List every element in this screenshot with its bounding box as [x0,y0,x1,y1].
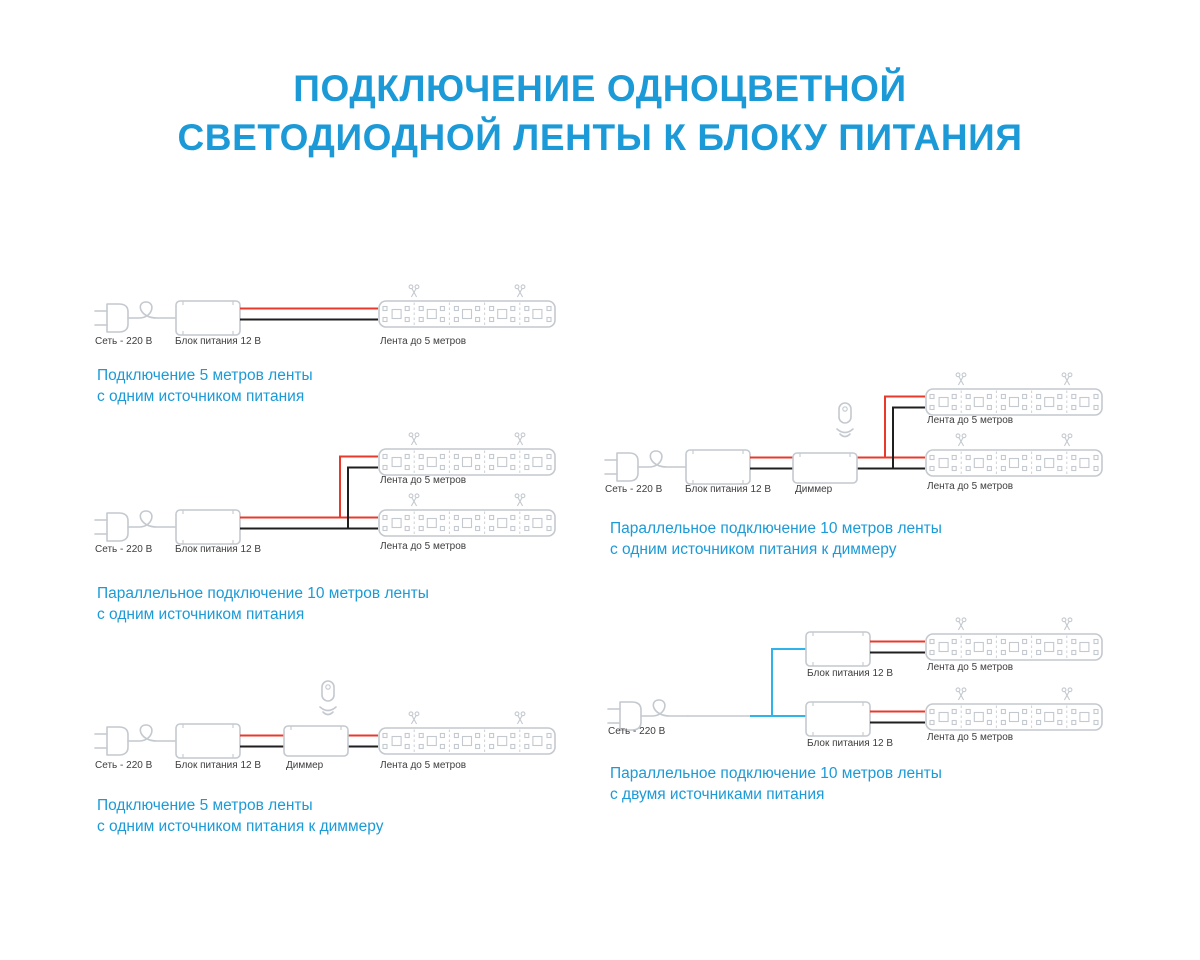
strip-label-bottom: Лента до 5 метров [380,541,466,552]
diagram-5m-dimmer-artwork: Сеть - 220 В Блок питания 12 В Диммер Ле… [94,680,556,771]
diagram-caption: Параллельное подключение 10 метров ленты… [610,763,1140,805]
wires-red-black [240,734,378,748]
diagram-10m-parallel-dimmer-artwork: Лента до 5 метров Сеть - 220 В Блок пита… [604,372,1103,495]
page-title-line2: СВЕТОДИОДНОЙ ЛЕНТЫ К БЛОКУ ПИТАНИЯ [177,117,1023,158]
diagram-10m-parallel-dimmer: Лента до 5 метров Сеть - 220 В Блок пита… [600,372,1140,560]
led-strip-bottom [925,703,1103,731]
wires-red-black [870,640,925,724]
psu-label-top: Блок питания 12 В [807,668,893,679]
diagram-5m-dimmer: Сеть - 220 В Блок питания 12 В Диммер Ле… [90,678,590,837]
scissors-icon [408,493,420,507]
led-strip [378,300,556,328]
scissors-icon [514,284,526,298]
diagram-5m-single-psu: Сеть - 220 В Блок питания 12 В Лента до … [90,283,590,407]
caption-line2: с одним источником питания к диммеру [97,818,384,835]
strip-label: Лента до 5 метров [380,336,466,347]
psu-label-bottom: Блок питания 12 В [807,738,893,749]
caption-line1: Параллельное подключение 10 метров ленты [610,765,942,782]
scissors-icon [1061,687,1073,701]
scissors-icon [1061,372,1073,386]
mains-label: Сеть - 220 В [95,760,153,771]
power-supply-box-top [805,631,871,667]
plug-icon [94,301,176,333]
caption-line2: с одним источником питания [97,606,305,623]
power-supply-box [175,300,241,336]
scissors-icon [955,617,967,631]
psu-label: Блок питания 12 В [175,336,261,347]
scissors-icon [1061,617,1073,631]
power-supply-box-bottom [805,701,871,737]
strip-label-top: Лента до 5 метров [927,415,1013,426]
dimmer-label: Диммер [795,484,833,495]
dimmer-box [283,725,349,757]
scissors-icon [955,372,967,386]
wires-red-black [750,395,925,470]
strip-label-top: Лента до 5 метров [927,662,1013,673]
caption-line2: с одним источником питания к диммеру [610,541,897,558]
page-title-line1: ПОДКЛЮЧЕНИЕ ОДНОЦВЕТНОЙ [293,68,907,109]
power-supply-box [175,723,241,759]
diagram-10m-parallel-one-psu-artwork: Лента до 5 метров Сеть - 220 В Блок пита… [94,432,556,555]
scissors-icon [955,433,967,447]
wires-red-black [240,455,378,530]
plug-icon [604,450,686,482]
mains-label: Сеть - 220 В [95,336,153,347]
scissors-icon [514,711,526,725]
scissors-icon [955,687,967,701]
led-strip-bottom [378,509,556,537]
led-strip [378,727,556,755]
diagram-caption: Подключение 5 метров ленты с одним источ… [97,365,590,407]
caption-line1: Параллельное подключение 10 метров ленты [610,520,942,537]
dimmer-box [792,452,858,484]
diagram-caption: Параллельное подключение 10 метров ленты… [610,518,1140,560]
caption-line1: Подключение 5 метров ленты [97,797,313,814]
diagram-5m-single-psu-artwork: Сеть - 220 В Блок питания 12 В Лента до … [94,284,556,347]
scissors-icon [408,284,420,298]
diagram-caption: Подключение 5 метров ленты с одним источ… [97,795,590,837]
mains-label: Сеть - 220 В [95,544,153,555]
page-title: ПОДКЛЮЧЕНИЕ ОДНОЦВЕТНОЙ СВЕТОДИОДНОЙ ЛЕН… [0,64,1200,162]
mains-label: Сеть - 220 В [608,726,666,737]
caption-line1: Параллельное подключение 10 метров ленты [97,585,429,602]
psu-label: Блок питания 12 В [685,484,771,495]
remote-control-icon [319,680,337,716]
diagram-10m-two-psu-artwork: Блок питания 12 В Лента до 5 метров Сеть… [607,617,1103,749]
psu-label: Блок питания 12 В [175,760,261,771]
scissors-icon [408,711,420,725]
diagram-caption: Параллельное подключение 10 метров ленты… [97,583,590,625]
strip-label-bottom: Лента до 5 метров [927,732,1013,743]
caption-line2: с двумя источниками питания [610,786,825,803]
scissors-icon [408,432,420,446]
caption-line2: с одним источником питания [97,388,305,405]
wires-red-black [240,307,378,321]
scissors-icon [514,432,526,446]
caption-line1: Подключение 5 метров ленты [97,367,313,384]
mains-label: Сеть - 220 В [605,484,663,495]
plug-icon [94,510,176,542]
led-strip-top [378,448,556,476]
led-strip-bottom [925,449,1103,477]
strip-label-bottom: Лента до 5 метров [927,481,1013,492]
strip-label-top: Лента до 5 метров [380,475,466,486]
strip-label: Лента до 5 метров [380,760,466,771]
plug-icon [94,724,176,756]
dimmer-label: Диммер [286,760,324,771]
diagram-10m-two-psu: Блок питания 12 В Лента до 5 метров Сеть… [600,616,1140,805]
power-supply-box [175,509,241,545]
power-supply-box [685,449,751,485]
wires-blue [750,648,806,717]
led-strip-top [925,633,1103,661]
remote-control-icon [836,402,854,438]
scissors-icon [514,493,526,507]
led-strip-top [925,388,1103,416]
diagram-10m-parallel-one-psu: Лента до 5 метров Сеть - 220 В Блок пита… [90,432,590,625]
psu-label: Блок питания 12 В [175,544,261,555]
scissors-icon [1061,433,1073,447]
